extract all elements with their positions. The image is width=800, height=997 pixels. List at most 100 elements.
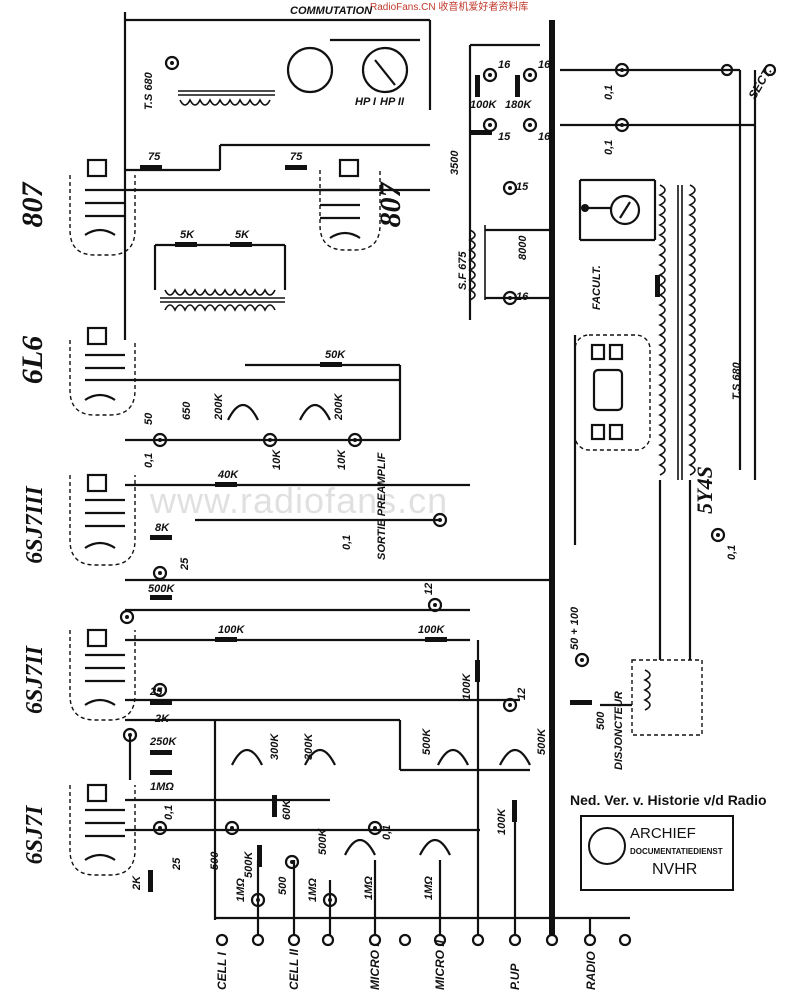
tube-6sj7iii-symbol	[69, 473, 136, 566]
tube-6sj7ii-symbol	[69, 628, 136, 721]
r500k-c-label: 500K	[243, 851, 255, 878]
c01-d-label: 0,1	[381, 825, 393, 840]
r40k-label: 40K	[217, 469, 239, 481]
r200k-a-label: 200K	[213, 393, 225, 421]
archive-logo-icon	[588, 827, 626, 865]
archive-stamp: ARCHIEF DOCUMENTATIEDIENST NVHR	[580, 815, 734, 891]
breaker-box	[631, 659, 703, 736]
c500-b-label: 500	[277, 876, 289, 895]
c16-d-label: 16	[538, 131, 551, 143]
facult-label: FACULT.	[591, 265, 603, 310]
r2k-b-label: 2K	[131, 875, 143, 891]
c25-a-label: 25	[179, 557, 191, 571]
tube-807b-symbol	[319, 158, 381, 251]
c16-c-label: 16	[516, 291, 529, 303]
c15-b-label: 15	[498, 131, 511, 143]
c01-a-label: 0,1	[143, 453, 155, 468]
input-sect-label: SECT.	[745, 65, 774, 102]
c50-100-label: 50 + 100	[569, 606, 581, 650]
power-transformer	[658, 184, 696, 480]
c16-b-label: 16	[538, 59, 551, 71]
r180k-label: 180K	[505, 99, 532, 111]
c16-a-label: 16	[498, 59, 511, 71]
c500-c-label: 500	[595, 711, 607, 730]
input-terminals	[215, 933, 632, 947]
r10k-b-label: 10K	[336, 449, 348, 470]
ts680b-label: T.S 680	[731, 361, 743, 400]
rectifier-tube	[573, 334, 651, 545]
input-cell2-label: CELL II	[287, 948, 301, 990]
input-pup-label: P.UP	[508, 963, 522, 990]
c25-b-label: 25	[171, 857, 183, 871]
c01-c-label: 0,1	[163, 805, 175, 820]
c50-label: 50	[143, 412, 155, 425]
r500k-e-label: 500K	[536, 728, 548, 755]
capacitors	[119, 55, 777, 908]
tube-6sj7i-label: 6SJ7I	[22, 804, 48, 864]
r1mo-e-label: 1MΩ	[423, 876, 435, 900]
c01-e-label: 0,1	[603, 85, 615, 100]
r1mo-c-label: 1MΩ	[307, 878, 319, 902]
tube-6l6-symbol	[69, 326, 136, 416]
r75a-label: 75	[148, 151, 161, 163]
tube-807a-label: 807	[16, 182, 49, 228]
r200k-b-label: 200K	[333, 393, 345, 421]
output-transformer	[178, 38, 420, 106]
r1mo-a-label: 1MΩ	[150, 781, 174, 793]
c12-b-label: 12	[516, 688, 528, 700]
c12-a-label: 12	[423, 583, 435, 595]
sf675-label: S.F 675	[457, 251, 469, 290]
interstage-transformer	[153, 243, 287, 312]
r5ka-label: 5K	[180, 229, 195, 241]
r500k-d-label: 500K	[421, 728, 433, 755]
r1mo-d-label: 1MΩ	[363, 876, 375, 900]
tube-6sj7i-symbol	[69, 783, 136, 876]
r8k-label: 8K	[155, 522, 170, 534]
tube-6sj7ii-label: 6SJ7II	[22, 644, 48, 714]
r10k-a-label: 10K	[271, 449, 283, 470]
r250k-label: 250K	[149, 736, 177, 748]
stamp-title: ARCHIEF	[630, 825, 696, 842]
credit-line: Ned. Ver. v. Historie v/d Radio	[570, 792, 767, 808]
c3500-label: 3500	[449, 150, 461, 175]
c01-f-label: 0,1	[603, 140, 615, 155]
tube-807b-label: 807	[374, 182, 407, 228]
watermark: www.radiofans.cn	[150, 480, 449, 521]
c01-g-label: 0,1	[726, 545, 738, 560]
r500k-a-label: 500K	[148, 583, 175, 595]
tube-6l6-label: 6L6	[16, 336, 49, 384]
r100k-d-label: 100K	[496, 808, 508, 835]
r5kb-label: 5K	[235, 229, 250, 241]
stamp-subtitle: DOCUMENTATIEDIENST	[630, 847, 723, 856]
c500-a-label: 500	[209, 851, 221, 870]
meter	[578, 178, 657, 242]
potentiometers	[227, 403, 531, 856]
filter-choke	[468, 225, 552, 301]
c650-label: 650	[181, 401, 193, 420]
r25-label: 25	[149, 686, 163, 698]
c01-b-label: 0,1	[341, 535, 353, 550]
input-micro2-label: MICRO II	[433, 939, 447, 990]
input-radio-label: RADIO	[584, 951, 598, 990]
r100k-a-label: 100K	[218, 624, 245, 636]
resistors	[140, 75, 660, 892]
r300k-b-label: 300K	[303, 733, 315, 760]
hp2-label: HP II	[380, 96, 405, 108]
sortie-label: SORTIE PREAMPLIF	[376, 452, 388, 560]
c15-a-label: 15	[516, 181, 529, 193]
tube-5y4s-label: 5Y4S	[692, 466, 717, 514]
hp1-label: HP I	[355, 96, 377, 108]
commutation-label: COMMUTATION	[290, 5, 373, 17]
r300k-a-label: 300K	[269, 733, 281, 760]
r100k-e-label: 100K	[470, 99, 497, 111]
disjoncteur-label: DISJONCTEUR	[613, 691, 625, 770]
r60k-label: 60K	[281, 799, 293, 820]
input-cell1-label: CELL I	[215, 952, 229, 990]
site-watermark-top: RadioFans.CN 收音机爱好者资料库	[370, 2, 529, 13]
tube-6sj7iii-label: 6SJ7III	[22, 485, 48, 564]
r100k-b-label: 100K	[418, 624, 445, 636]
r100k-c-label: 100K	[461, 673, 473, 700]
r1mo-b-label: 1MΩ	[235, 878, 247, 902]
ts680-label: T.S 680	[143, 71, 155, 110]
